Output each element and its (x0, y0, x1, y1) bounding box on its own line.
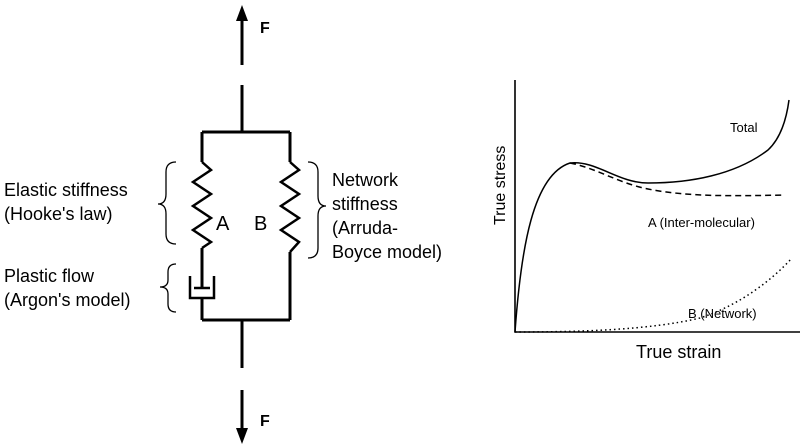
network-line-4: Boyce model) (332, 242, 442, 262)
plot-axes (514, 80, 800, 333)
stress-strain-plot (514, 80, 800, 333)
curve-total-label: Total (730, 120, 758, 135)
plastic-line-1: Plastic flow (4, 266, 95, 286)
x-axis-label: True strain (636, 342, 721, 362)
rheological-model (157, 20, 327, 430)
y-axis-label: True stress (492, 146, 509, 225)
curve-total (514, 99, 790, 333)
network-line-1: Network (332, 170, 399, 190)
network-line-3: (Arruda- (332, 218, 398, 238)
branch-b-spring (278, 161, 302, 253)
plastic-line-2: (Argon's model) (4, 290, 130, 310)
branch-a-spring (190, 161, 214, 250)
plastic-brace (159, 263, 177, 313)
curve-b (514, 257, 793, 333)
elastic-brace (157, 161, 177, 245)
force-arrow-top-head (236, 5, 248, 21)
curve-b-label: B (Network) (688, 306, 757, 321)
branch-a-label: A (216, 213, 230, 235)
curve-a (569, 162, 786, 197)
force-label-bottom: F (260, 413, 270, 430)
elastic-line-2: (Hooke's law) (4, 204, 112, 224)
force-arrow-bottom-head (236, 428, 248, 444)
elastic-line-1: Elastic stiffness (4, 180, 128, 200)
force-label-top: F (260, 20, 270, 37)
curve-a-label: A (Inter-molecular) (648, 215, 755, 230)
network-brace (307, 161, 327, 259)
network-line-2: stiffness (332, 194, 398, 214)
branch-b-label: B (254, 213, 267, 235)
